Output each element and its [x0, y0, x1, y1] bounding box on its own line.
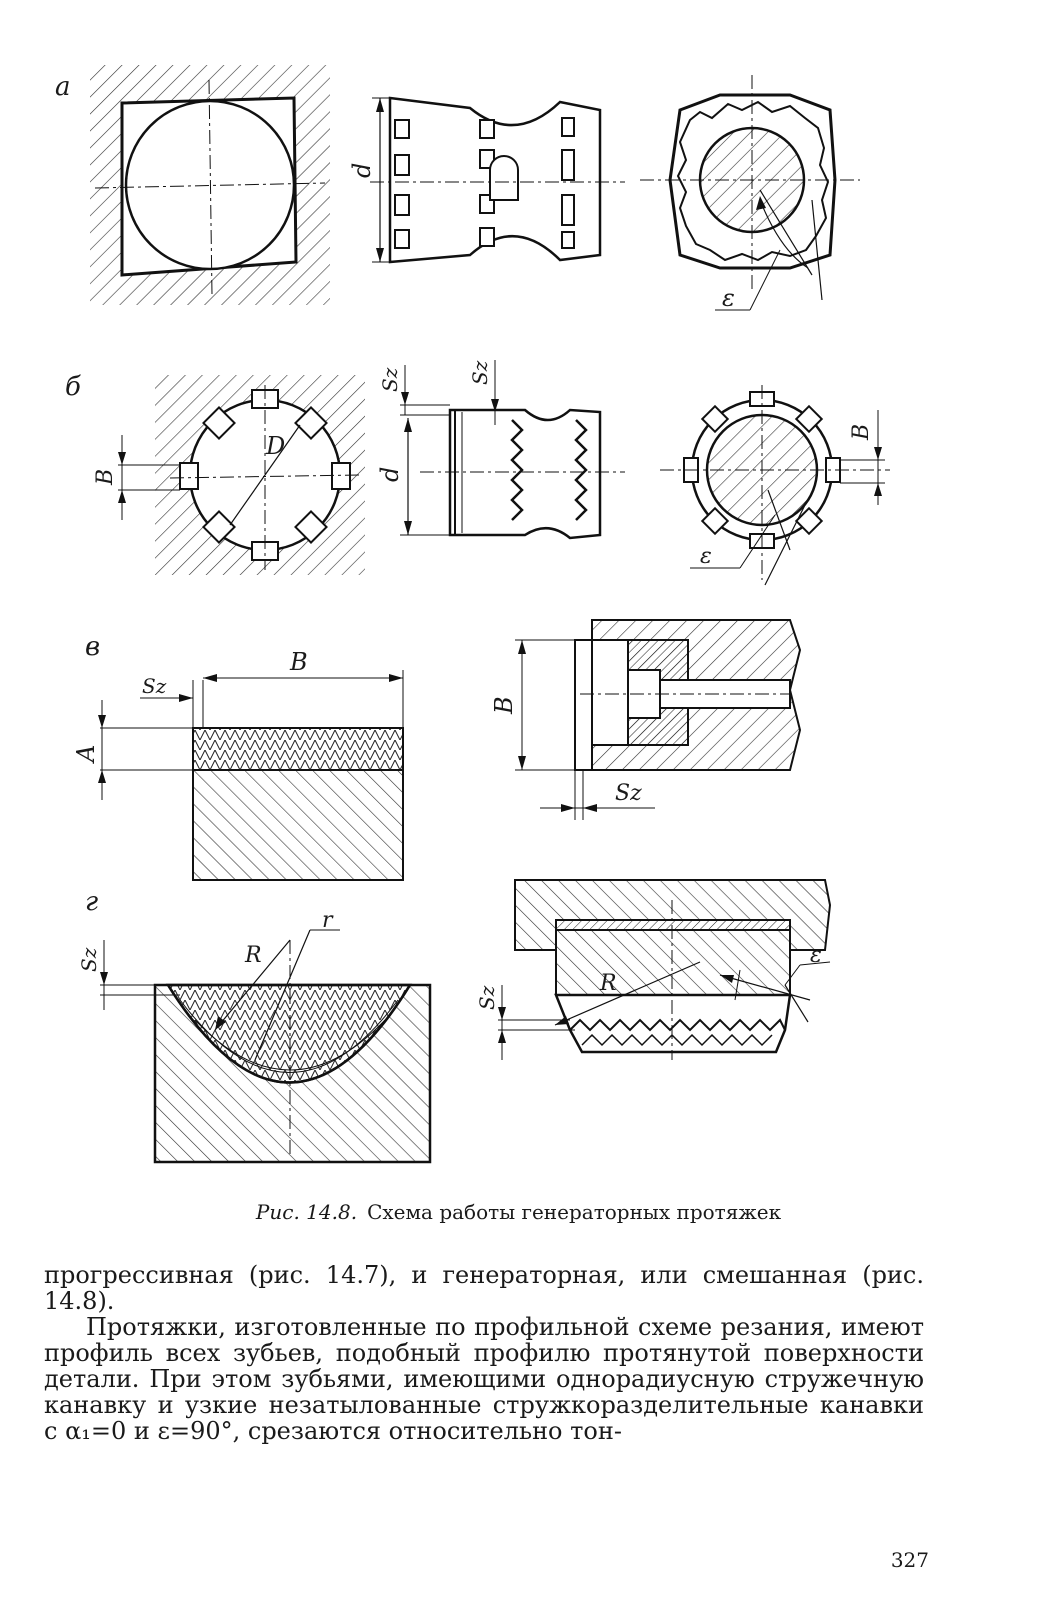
dim-epsilon-b: ε — [700, 544, 712, 569]
panel-a: а d — [55, 65, 860, 312]
figure-14-8: а d — [55, 65, 890, 1164]
dim-D: D — [265, 432, 285, 460]
panel-a-label: а — [55, 72, 71, 102]
dim-Sz-v1: Sz — [142, 674, 167, 698]
panel-g-label: г — [85, 887, 98, 917]
paragraph-1: прогрессивная (рис. 14.7), и генераторна… — [44, 1261, 924, 1315]
panel-v: в B Sz A B Sz — [72, 619, 802, 881]
dim-Sz-g2: Sz — [475, 985, 499, 1010]
dim-Sz-v2: Sz — [615, 781, 642, 806]
body-text: прогрессивная (рис. 14.7), и генераторна… — [44, 1262, 924, 1444]
dim-R-g1: R — [244, 943, 262, 968]
dim-B-b2: B — [849, 424, 874, 441]
dim-Sz-b2: Sz — [468, 360, 492, 385]
dim-r-g: r — [322, 908, 334, 933]
dim-B-v1: B — [289, 648, 308, 676]
dim-Sz-g1: Sz — [77, 947, 101, 972]
panel-g: г R r Sz R ε — [77, 879, 832, 1164]
dim-d-b: d — [376, 467, 404, 482]
dim-Sz-b1: Sz — [378, 367, 402, 392]
dim-R-g2: R — [599, 971, 617, 996]
panel-v-label: в — [85, 632, 100, 662]
paragraph-2: Протяжки, изготовленные по профильной сх… — [44, 1313, 924, 1445]
figure-caption: Рис. 14.8. Схема работы генераторных прот… — [0, 1200, 1037, 1224]
dim-d-a: d — [348, 163, 376, 178]
dim-A: A — [72, 745, 100, 764]
caption-title: Схема работы генераторных протяжек — [367, 1200, 782, 1224]
dim-B-b1: B — [93, 469, 118, 486]
dim-B-v2: B — [490, 696, 518, 715]
page-number: 327 — [890, 1548, 929, 1572]
caption-number: Рис. 14.8. — [255, 1200, 358, 1224]
dim-epsilon-a: ε — [722, 284, 735, 312]
panel-b-label: б — [65, 372, 81, 402]
panel-b: б D B Sz — [65, 360, 890, 586]
dim-epsilon-g: ε — [810, 943, 822, 968]
